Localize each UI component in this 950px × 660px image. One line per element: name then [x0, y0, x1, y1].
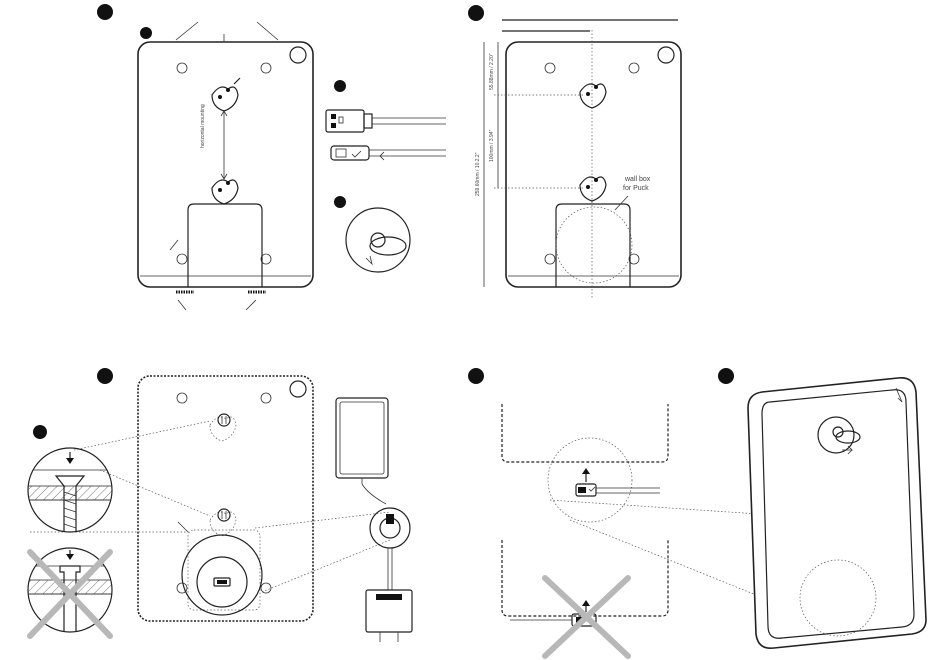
step-marker-3 [97, 368, 113, 384]
horizontal-mounting-label: horizontal mounting [200, 104, 206, 148]
dim-mid-label: 100mm / 3.94" [489, 129, 495, 162]
panel-2-dimensions: wall box for Puck 55.88mm / 2.20" 100mm … [475, 20, 681, 298]
wall-box-label-1: wall box [624, 176, 651, 183]
step-marker-1 [97, 4, 113, 20]
wall-box-label-2: for Puck [623, 185, 649, 192]
dim-total-label: 259.60mm / 10.2.2" [475, 152, 481, 196]
step-marker-1b [334, 80, 346, 92]
step-marker-5 [718, 368, 734, 384]
panel-1b-usb-cable [326, 110, 446, 160]
panel-1c-puck [346, 208, 410, 272]
dim-top-label: 55.88mm / 2.20" [489, 53, 495, 90]
step-marker-2 [468, 5, 484, 21]
panel-3-screw-mounting [20, 376, 412, 642]
step-marker-1c [334, 196, 346, 208]
panel-1-device-back: horizontal mounting [138, 22, 313, 310]
step-marker-1a [140, 27, 152, 39]
panel-5-tablet-hung [748, 378, 926, 648]
step-marker-4 [468, 368, 484, 384]
step-marker-3a [33, 425, 47, 439]
